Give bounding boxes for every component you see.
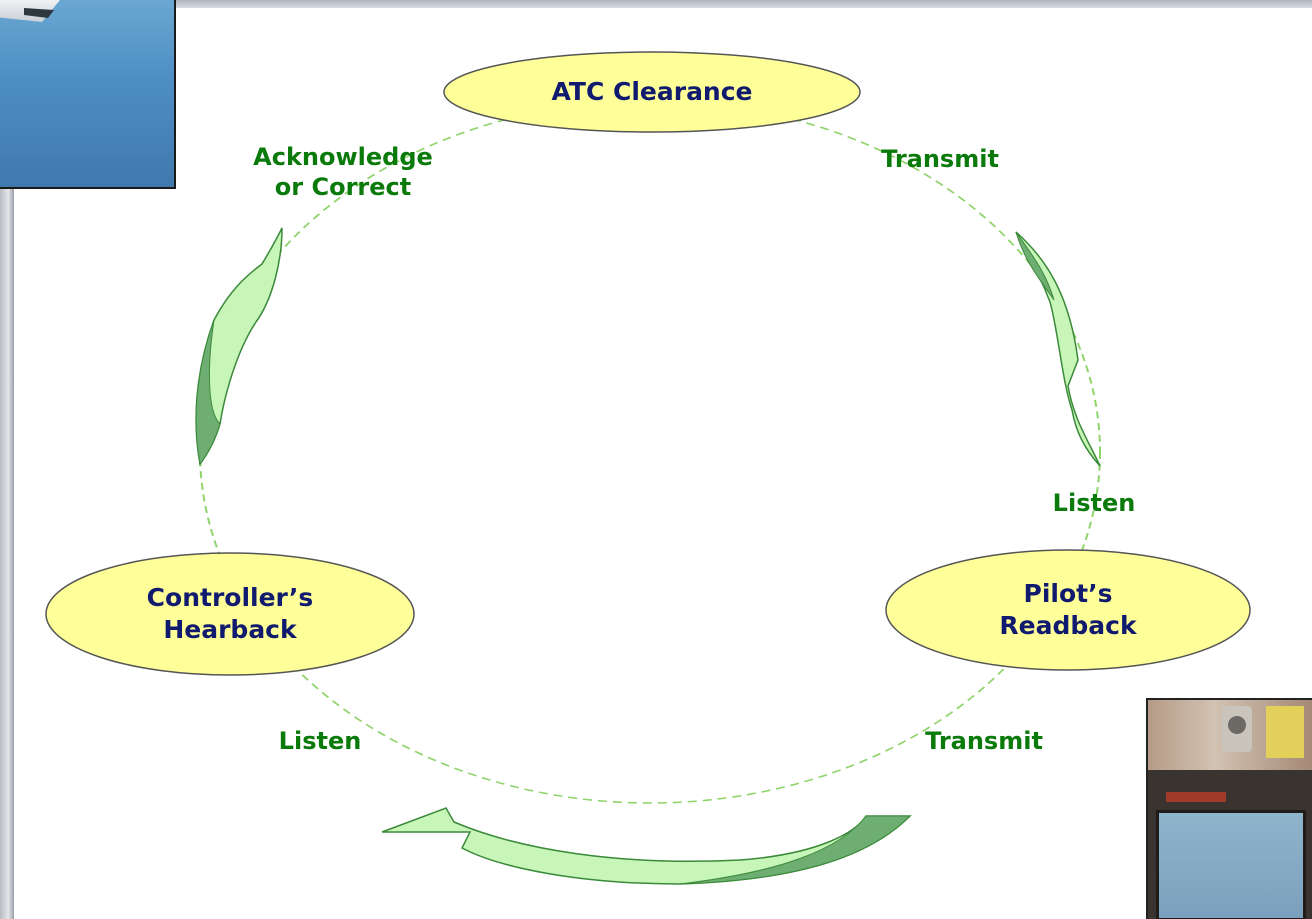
cycle-path	[199, 100, 1101, 804]
slide-frame-left	[0, 0, 14, 919]
node-pilots-readback: Pilot’s Readback	[999, 579, 1137, 640]
node-controllers-hearback-shape	[45, 552, 415, 676]
node-atc-clearance-shape	[443, 51, 861, 133]
label-acknowledge-or-correct: Acknowledge or Correct	[253, 143, 433, 201]
arrow-right	[1015, 231, 1101, 467]
arrow-right-shade	[1015, 231, 1055, 301]
slide-frame-top	[0, 0, 1312, 8]
arrow-left-shade	[195, 319, 221, 466]
console-panel	[1166, 792, 1226, 802]
label-transmit-bottom: Transmit	[925, 727, 1043, 755]
node-controllers-hearback: Controller’s Hearback	[146, 583, 314, 644]
label-transmit-top: Transmit	[881, 145, 999, 173]
node-atc-clearance: ATC Clearance	[551, 77, 753, 106]
label-listen-left: Listen	[278, 727, 362, 755]
airplane-photo	[0, 0, 176, 189]
airplane-engine	[24, 8, 54, 18]
radar-screen	[1156, 810, 1306, 919]
control-tower-console-photo	[1146, 698, 1312, 919]
arrow-bottom-shade	[679, 815, 912, 885]
node-pilots-readback-shape	[885, 549, 1251, 671]
console-sign	[1266, 706, 1304, 758]
label-listen-right: Listen	[1052, 489, 1136, 517]
speaker-icon	[1222, 706, 1252, 752]
